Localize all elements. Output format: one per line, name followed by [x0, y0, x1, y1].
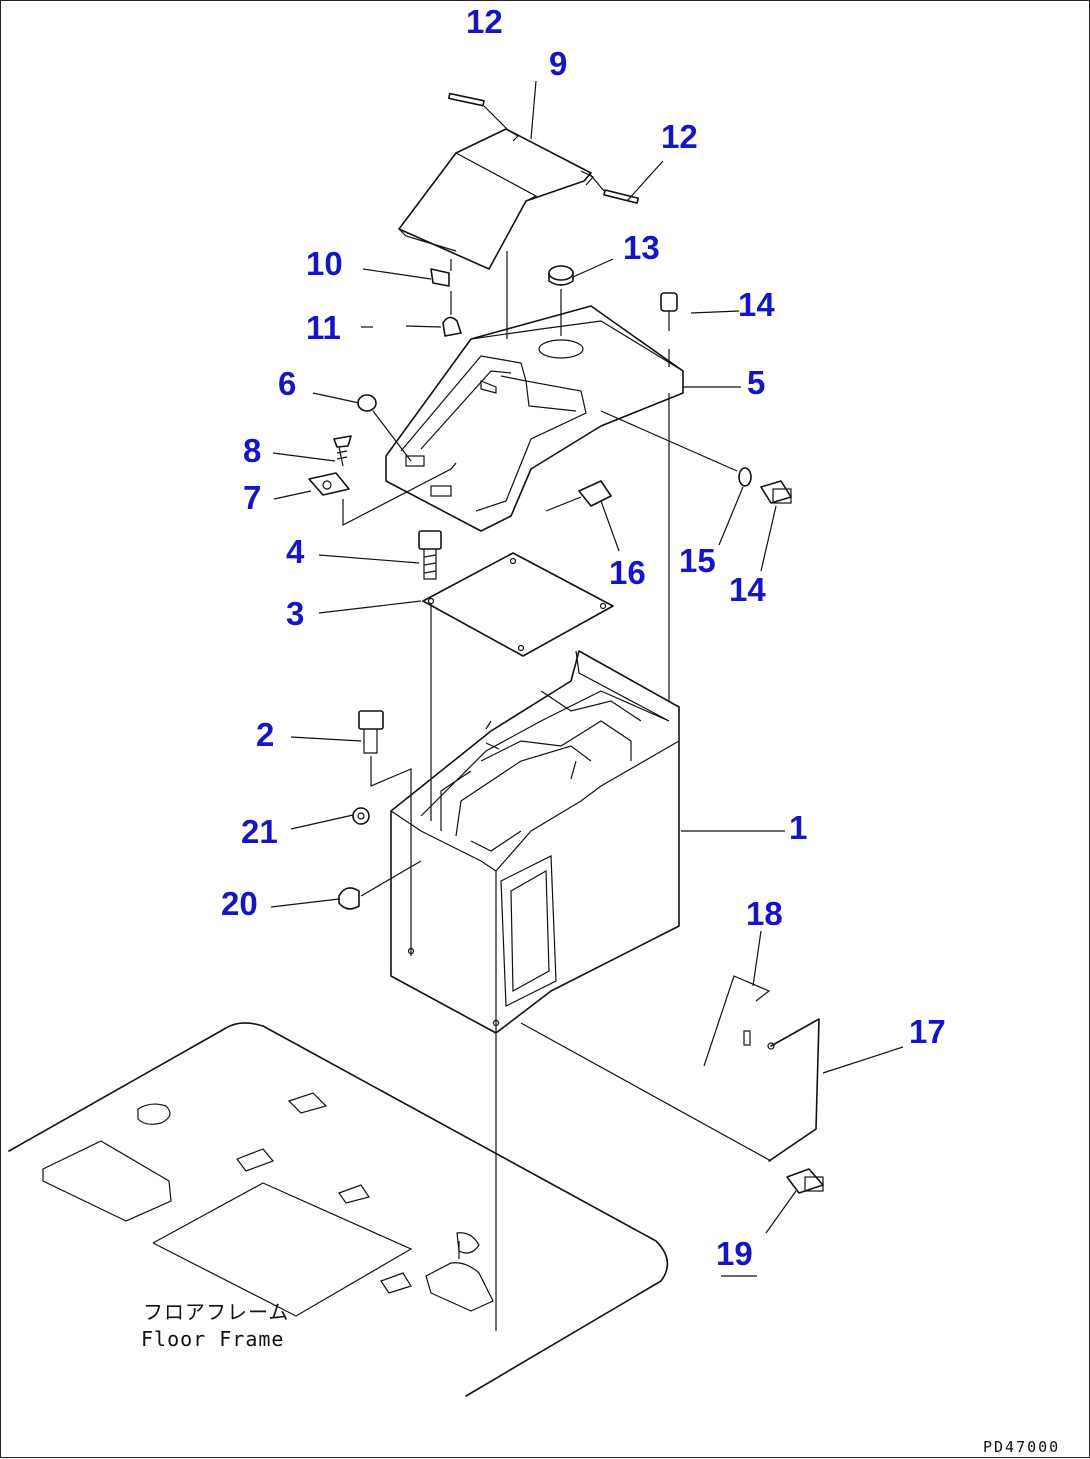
part-5-console-cover	[385, 305, 684, 532]
callout-10: 10	[306, 245, 343, 282]
callout-18: 18	[746, 895, 783, 932]
callout-5: 5	[747, 364, 765, 401]
floor-frame-label-en: Floor Frame	[141, 1327, 284, 1351]
callout-20: 20	[221, 885, 258, 922]
part-12-pin-right	[588, 172, 640, 204]
callout-21: 21	[241, 813, 278, 850]
floor-frame	[8, 1022, 669, 1397]
callout-17: 17	[909, 1013, 946, 1050]
part-11-clip	[442, 291, 462, 337]
callout-4: 4	[286, 533, 305, 570]
part-2-bolt	[358, 710, 412, 956]
part-19-bolt	[786, 1168, 824, 1194]
leader-lines	[270, 80, 904, 1277]
drawing-code: PD47000	[983, 1438, 1060, 1456]
callout-12-right: 12	[661, 118, 698, 155]
part-14-screw-lower	[760, 480, 792, 504]
part-6-grommet	[357, 394, 412, 462]
callout-7: 7	[243, 479, 261, 516]
part-1-console-box	[390, 650, 772, 1331]
callout-9: 9	[549, 45, 567, 82]
callout-19: 19	[716, 1235, 753, 1272]
callout-11: 11	[306, 309, 341, 346]
part-20-grommet	[338, 860, 422, 910]
part-16-bolt	[545, 480, 612, 512]
part-8-screw	[333, 435, 352, 467]
part-13-cap	[548, 265, 574, 336]
part-3-plate	[422, 393, 670, 821]
part-14-screw-upper	[660, 292, 678, 331]
part-18-seal	[703, 975, 771, 1067]
part-9-lid	[398, 128, 594, 339]
callout-2: 2	[256, 716, 274, 753]
callout-14-lower: 14	[729, 571, 766, 608]
part-17-side-panel	[767, 1018, 820, 1162]
callout-6: 6	[278, 365, 296, 402]
callout-8: 8	[243, 432, 261, 469]
part-12-pin-left	[447, 92, 508, 130]
floor-frame-label-jp: フロアフレーム	[143, 1300, 289, 1324]
part-15-washer	[600, 410, 752, 487]
callout-13: 13	[623, 229, 660, 266]
callout-14-upper: 14	[738, 286, 775, 323]
part-10-bracket	[430, 259, 452, 287]
callout-1: 1	[789, 809, 807, 846]
callout-15: 15	[679, 542, 716, 579]
callout-3: 3	[286, 595, 304, 632]
part-21-nut	[352, 807, 370, 825]
callout-16: 16	[609, 554, 646, 591]
callout-labels: 12 9 12 13 10 14 11 5 6 8 7 16 15 14 4 3…	[221, 3, 946, 1272]
part-4-bolt	[418, 530, 442, 580]
part-7-latch	[308, 462, 457, 526]
callout-12-top: 12	[466, 3, 503, 40]
